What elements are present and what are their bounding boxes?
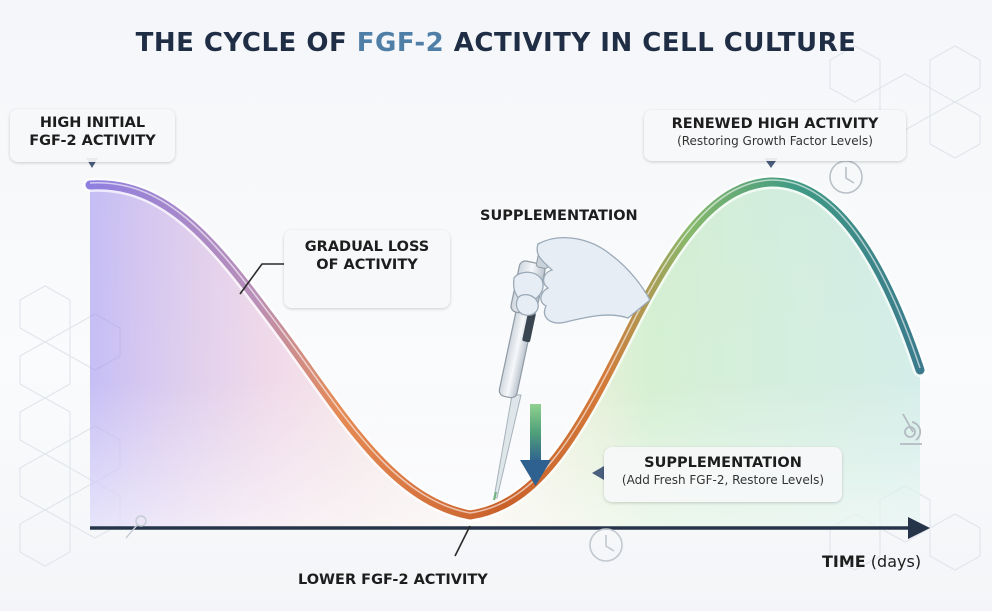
page-title: THE CYCLE OF FGF-2 ACTIVITY IN CELL CULT… bbox=[135, 28, 857, 58]
time-axis-arrowhead bbox=[908, 517, 930, 539]
label-supplementation-top: SUPPLEMENTATION bbox=[480, 208, 638, 224]
glove-hand-icon bbox=[512, 237, 651, 324]
label-high-initial-line2: FGF-2 ACTIVITY bbox=[29, 133, 156, 149]
leader-gradual-loss bbox=[239, 263, 284, 295]
clock-icon bbox=[829, 160, 863, 194]
label-renewed-high: RENEWED HIGH ACTIVITY (Restoring Growth … bbox=[644, 110, 906, 161]
label-gradual-loss: GRADUAL LOSS OF ACTIVITY bbox=[284, 230, 450, 308]
pointer-supplementation bbox=[592, 466, 604, 480]
label-high-initial: HIGH INITIAL FGF-2 ACTIVITY bbox=[10, 109, 175, 162]
label-supplementation-sub: (Add Fresh FGF-2, Restore Levels) bbox=[621, 473, 825, 487]
activity-curve-highlight bbox=[89, 179, 921, 514]
label-supplementation-box: SUPPLEMENTATION (Add Fresh FGF-2, Restor… bbox=[604, 447, 842, 502]
axis-label-time: TIME (days) bbox=[822, 552, 922, 571]
label-high-initial-line1: HIGH INITIAL bbox=[39, 115, 146, 131]
clock-icon bbox=[589, 528, 623, 562]
activity-curve bbox=[85, 177, 925, 520]
leader-lower-activity bbox=[454, 525, 471, 557]
label-renewed-high-sub: (Restoring Growth Factor Levels) bbox=[677, 134, 873, 148]
tool-icon bbox=[125, 515, 147, 539]
label-lower-activity: LOWER FGF-2 ACTIVITY bbox=[298, 572, 488, 588]
label-supplementation-main: SUPPLEMENTATION bbox=[644, 455, 802, 471]
label-renewed-high-main: RENEWED HIGH ACTIVITY bbox=[671, 116, 879, 132]
down-arrow-icon bbox=[520, 404, 551, 486]
microscope-icon bbox=[900, 413, 922, 445]
label-gradual-loss-line1: GRADUAL LOSS bbox=[304, 239, 430, 255]
label-gradual-loss-line2: OF ACTIVITY bbox=[316, 257, 418, 273]
